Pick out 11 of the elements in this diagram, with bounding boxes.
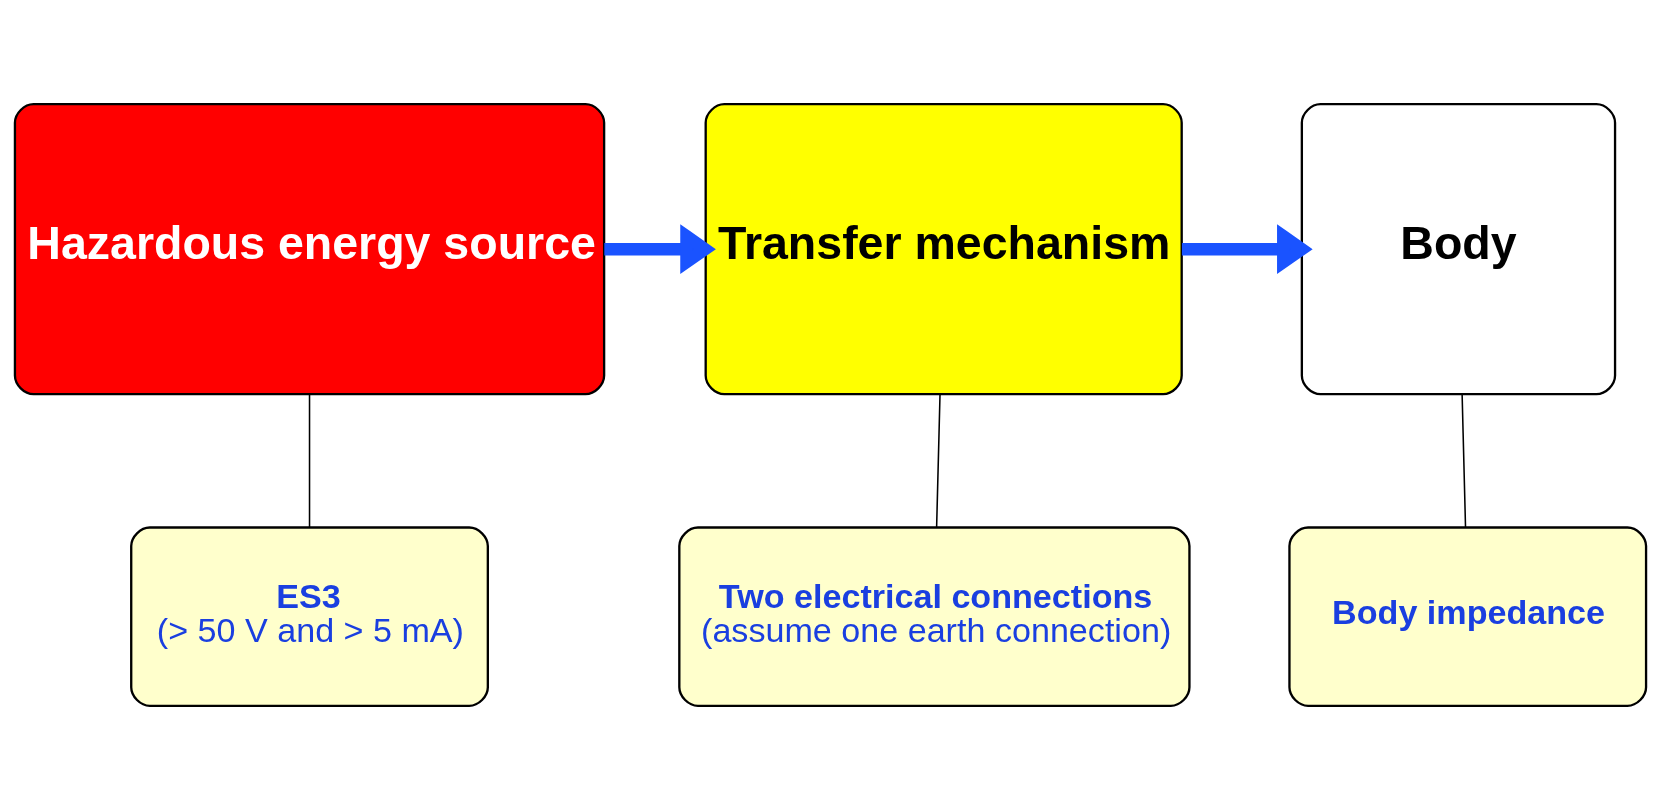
node-box: Transfer mechanism xyxy=(704,103,1183,396)
node-box: ES3 (> 50 V and > 5 mA) xyxy=(130,526,489,707)
node-box: Body xyxy=(1300,103,1617,396)
connector xyxy=(935,393,941,529)
arrow xyxy=(604,224,716,275)
connector xyxy=(308,393,311,529)
connector xyxy=(1461,393,1467,529)
node-box: Hazardous energy source xyxy=(13,103,606,396)
node-box: Two electrical connections (assume one earth connection) xyxy=(678,526,1191,707)
arrow xyxy=(1181,224,1313,275)
node-box: Body impedance xyxy=(1288,526,1648,707)
